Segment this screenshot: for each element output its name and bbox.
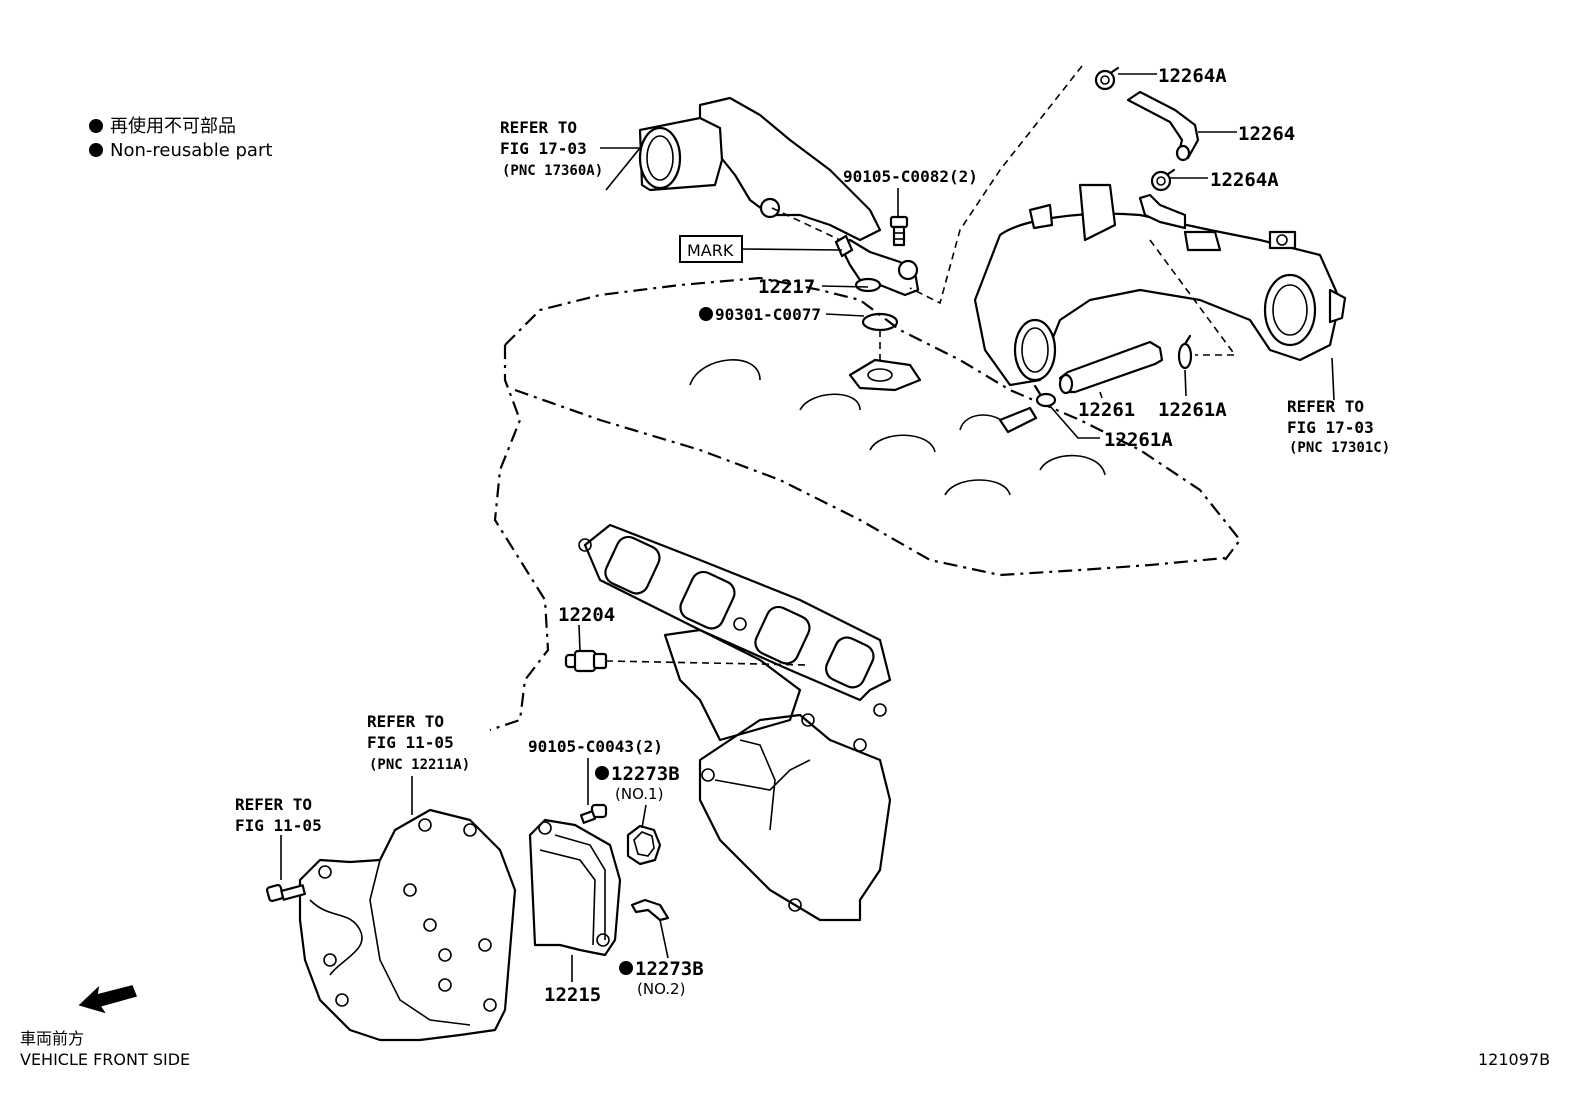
clamp-12261A-a <box>1177 334 1193 370</box>
timing-chain-cover <box>298 808 517 1042</box>
clamp-12261A-b <box>1033 384 1057 408</box>
legend: 再使用不可部品 Non-reusable part <box>89 116 272 161</box>
mark-callout: MARK <box>679 235 843 263</box>
label-12261: 12261 <box>1078 399 1135 421</box>
non-reusable-dot-icon <box>595 766 609 780</box>
label-12215: 12215 <box>544 984 601 1006</box>
ref3-line3: (PNC 12211A) <box>369 757 470 773</box>
label-12264A-mid: 12264A <box>1210 169 1279 191</box>
label-12273B-no1: 12273B <box>611 763 680 785</box>
ref1-line2: FIG 17-03 <box>500 139 587 158</box>
ref1-line1: REFER TO <box>500 118 577 137</box>
ref4-line2: FIG 11-05 <box>235 816 322 835</box>
ref3-line1: REFER TO <box>367 712 444 731</box>
clamp-12264A-mid <box>1150 168 1176 192</box>
hose-group-bracket <box>909 65 1083 305</box>
label-90105-c0082: 90105-C0082(2) <box>843 167 978 186</box>
water-outlet-assembly <box>638 96 882 242</box>
mark-box <box>679 235 743 263</box>
leader-lines <box>280 73 1335 982</box>
non-reusable-dot-icon <box>619 961 633 975</box>
refer-labels: REFER TO FIG 17-03 (PNC 17360A) REFER TO… <box>235 118 1390 835</box>
ref3-line2: FIG 11-05 <box>367 733 454 752</box>
direction-label-en: VEHICLE FRONT SIDE <box>20 1050 190 1069</box>
label-12264A-top: 12264A <box>1158 65 1227 87</box>
label-12264: 12264 <box>1238 123 1295 145</box>
gasket-12273B-no2 <box>630 898 670 922</box>
cylinder-head-gasket <box>578 523 892 922</box>
label-12273B-no1-sub: (NO.1) <box>615 785 663 803</box>
label-12204: 12204 <box>558 604 615 626</box>
label-12273B-no2: 12273B <box>635 958 704 980</box>
non-reusable-dot-icon <box>89 119 103 133</box>
sensor-12204 <box>564 649 811 673</box>
water-inlet-pipe <box>973 183 1347 387</box>
ref2-line2: FIG 17-03 <box>1287 418 1374 437</box>
part-labels: 12264A 12264 12264A 90105-C0082(2) 12217… <box>528 65 1295 1006</box>
gasket-12273B-no1 <box>626 824 662 866</box>
cover-bolt <box>266 884 307 902</box>
non-reusable-dot-icon <box>699 307 713 321</box>
hose-12264 <box>1126 90 1200 162</box>
label-90301-c0077: 90301-C0077 <box>715 305 821 324</box>
bolt-90105-c0043 <box>579 803 608 824</box>
clamp-12264A-top <box>1094 66 1120 91</box>
cover-12215 <box>528 818 622 957</box>
union-12217 <box>834 234 920 297</box>
vehicle-front-arrow-icon <box>78 985 138 1014</box>
label-12273B-no2-sub: (NO.2) <box>637 980 685 998</box>
ref2-line1: REFER TO <box>1287 397 1364 416</box>
label-12217: 12217 <box>758 276 815 298</box>
figure-id: 121097B <box>1478 1050 1550 1069</box>
label-12261A-a: 12261A <box>1158 399 1227 421</box>
legend-text-jp: 再使用不可部品 <box>110 116 236 137</box>
ref1-line3: (PNC 17360A) <box>502 163 603 179</box>
legend-text-en: Non-reusable part <box>110 140 272 161</box>
o-ring-90301-c0077 <box>861 312 899 332</box>
ref4-line1: REFER TO <box>235 795 312 814</box>
hose-12261 <box>1058 340 1164 395</box>
engine-block <box>489 276 1242 732</box>
ref2-line3: (PNC 17301C) <box>1289 440 1390 456</box>
direction-label-jp: 車両前方 <box>20 1029 84 1048</box>
label-90105-c0043: 90105-C0043(2) <box>528 737 663 756</box>
label-12261A-b: 12261A <box>1104 429 1173 451</box>
mark-label: MARK <box>687 241 734 260</box>
non-reusable-dot-icon <box>89 143 103 157</box>
bolt-90105-c0082 <box>889 215 909 247</box>
